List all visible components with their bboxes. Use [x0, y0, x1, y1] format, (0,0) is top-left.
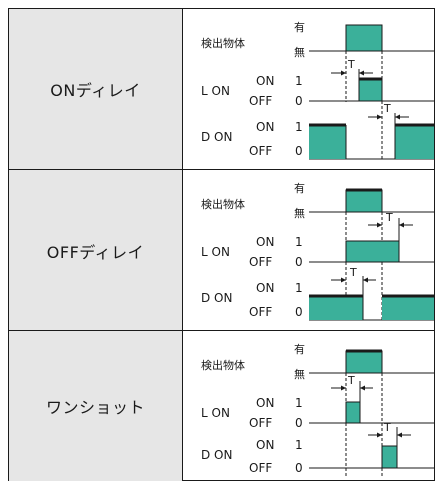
one-level-label: 1	[295, 281, 303, 295]
zero-level-label: 0	[295, 94, 303, 108]
diagram-one-shot: 検出物体 有 無 L ON ON OFF 1 0 D ON ON OFF 1 0	[183, 331, 434, 481]
mode-cell-one-shot: ワンショット	[9, 331, 183, 481]
zero-level-label: 0	[295, 461, 303, 475]
on-state-label: ON	[256, 120, 274, 134]
mode-label-on-delay: ONディレイ	[50, 81, 141, 100]
t-label: T	[383, 102, 391, 115]
diagram-off-delay: 検出物体 有 無 L ON ON OFF 1 0 D ON ON OFF 1 0	[183, 170, 434, 331]
on-state-label: ON	[256, 396, 274, 410]
d-on-label: D ON	[201, 448, 232, 462]
one-level-label: 1	[295, 235, 303, 249]
t-arrowhead	[377, 222, 382, 228]
on-state-label: ON	[256, 74, 274, 88]
off-state-label: OFF	[249, 461, 272, 475]
t-label: T	[349, 266, 357, 279]
present-label: 有	[294, 342, 305, 356]
t-arrowhead	[341, 70, 346, 76]
d-on-label: D ON	[201, 291, 232, 305]
zero-level-label: 0	[295, 255, 303, 269]
t-arrowhead	[377, 432, 382, 438]
t-arrowhead	[341, 277, 346, 283]
object-pulse	[345, 24, 383, 52]
t-label: T	[347, 374, 355, 387]
off-state-label: OFF	[249, 305, 272, 319]
object-label: 検出物体	[201, 358, 245, 372]
mode-label-off-delay: OFFディレイ	[46, 242, 145, 262]
d-on-output	[309, 296, 363, 320]
l-on-output	[345, 240, 400, 263]
d-on-label: D ON	[201, 130, 232, 144]
t-arrowhead	[359, 70, 364, 76]
absent-label: 無	[294, 206, 305, 220]
on-state-label: ON	[256, 438, 274, 452]
off-state-label: OFF	[249, 94, 272, 108]
object-label: 検出物体	[201, 197, 245, 211]
present-label: 有	[294, 181, 305, 195]
l-on-label: L ON	[201, 245, 230, 259]
one-level-label: 1	[295, 74, 303, 88]
one-level-label: 1	[295, 120, 303, 134]
row-on-delay: ONディレイ 検出物体 有 無 L ON ON OFF 1 0 D ON ON …	[9, 9, 434, 169]
object-pulse	[345, 350, 383, 374]
l-on-label: L ON	[201, 406, 230, 420]
mode-cell-on-delay: ONディレイ	[9, 9, 183, 169]
l-on-output	[345, 401, 361, 424]
object-label: 検出物体	[201, 36, 245, 50]
l-on-output	[358, 78, 383, 102]
timing-table: ONディレイ 検出物体 有 無 L ON ON OFF 1 0 D ON ON …	[8, 8, 435, 481]
t-arrowhead	[397, 432, 402, 438]
absent-label: 無	[294, 367, 305, 381]
timing-svg-off-delay: 検出物体 有 無 L ON ON OFF 1 0 D ON ON OFF 1 0	[201, 181, 434, 321]
row-off-delay: OFFディレイ 検出物体 有 無 L ON ON OFF 1 0 D ON ON…	[9, 169, 434, 331]
t-arrowhead	[399, 222, 404, 228]
t-arrowhead	[363, 277, 368, 283]
on-state-label: ON	[256, 235, 274, 249]
d-on-output	[395, 125, 434, 159]
d-on-output	[381, 445, 398, 469]
mode-cell-off-delay: OFFディレイ	[9, 170, 183, 331]
row-one-shot: ワンショット 検出物体 有 無 L ON ON OFF 1 0 D ON ON …	[9, 330, 434, 481]
off-state-label: OFF	[249, 144, 272, 158]
timing-svg-one-shot: 検出物体 有 無 L ON ON OFF 1 0 D ON ON OFF 1 0	[201, 342, 434, 476]
one-level-label: 1	[295, 438, 303, 452]
t-arrowhead	[341, 385, 346, 391]
off-state-label: OFF	[249, 255, 272, 269]
t-label: T	[383, 421, 391, 434]
t-label: T	[385, 211, 393, 224]
present-label: 有	[294, 20, 305, 34]
t-label: T	[347, 58, 355, 71]
d-on-output	[382, 296, 434, 320]
one-level-label: 1	[295, 396, 303, 410]
t-arrowhead	[377, 114, 382, 120]
timing-svg-on-delay: 検出物体 有 無 L ON ON OFF 1 0 D ON ON OFF 1 0	[201, 20, 434, 160]
zero-level-label: 0	[295, 144, 303, 158]
mode-label-one-shot: ワンショット	[45, 398, 145, 417]
t-arrowhead	[395, 114, 400, 120]
zero-level-label: 0	[295, 416, 303, 430]
zero-level-label: 0	[295, 305, 303, 319]
object-pulse	[345, 189, 383, 213]
off-state-label: OFF	[249, 416, 272, 430]
on-state-label: ON	[256, 281, 274, 295]
t-arrowhead	[360, 385, 365, 391]
l-on-label: L ON	[201, 84, 230, 98]
absent-label: 無	[294, 45, 305, 59]
diagram-on-delay: 検出物体 有 無 L ON ON OFF 1 0 D ON ON OFF 1 0	[183, 9, 434, 169]
d-on-output	[309, 125, 346, 159]
